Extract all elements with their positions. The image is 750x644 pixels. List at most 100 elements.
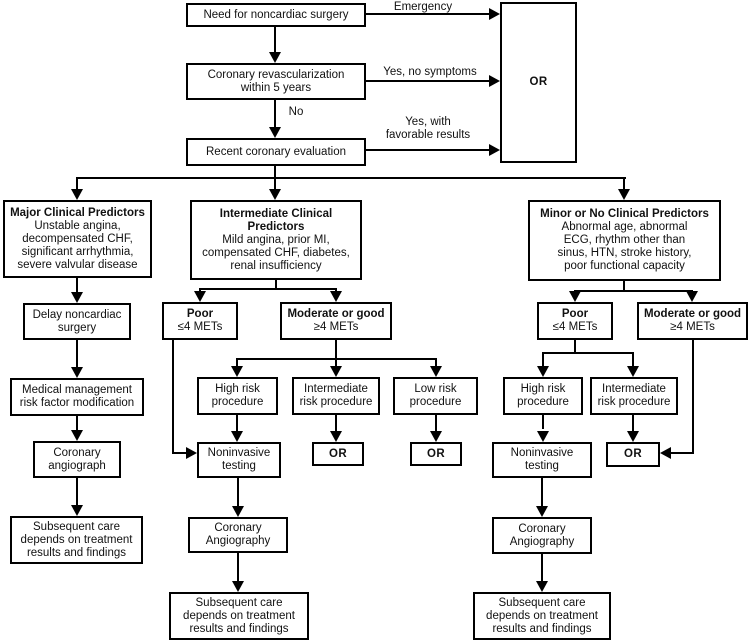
node-high-risk-procedure-right: High risk procedure	[503, 377, 583, 415]
edge-label-emergency: Emergency	[393, 1, 453, 13]
flow-line	[671, 452, 694, 454]
flow-line	[274, 166, 276, 178]
arrow-down-icon	[231, 366, 243, 377]
flow-line	[541, 554, 543, 581]
flow-line	[435, 360, 437, 366]
node-intermediate-risk-procedure-mid: Intermediate risk procedure	[292, 377, 380, 415]
flow-line	[692, 340, 694, 454]
flow-line	[335, 360, 337, 366]
flow-line	[623, 281, 625, 290]
arrow-right-icon	[489, 8, 500, 20]
arrow-down-icon	[627, 431, 639, 442]
mets-title: Moderate or good	[287, 308, 385, 320]
predictor-body: Mild angina, prior MI, compensated CHF, …	[202, 233, 350, 272]
node-poor-mets-mid: Poor ≤4 METs	[162, 302, 238, 340]
node-coronary-angiograph: Coronary angiograph	[33, 441, 121, 478]
node-need-for-noncardiac-surgery: Need for noncardiac surgery	[186, 3, 366, 27]
arrow-down-icon	[536, 581, 548, 592]
node-moderate-good-mets-right: Moderate or good ≥4 METs	[637, 302, 748, 340]
flow-line	[76, 277, 78, 292]
node-intermediate-clinical-predictors: Intermediate Clinical Predictors Mild an…	[190, 200, 362, 280]
node-subsequent-care-left: Subsequent care depends on treatment res…	[10, 516, 143, 564]
flow-line	[172, 452, 186, 454]
arrow-down-icon	[71, 430, 83, 441]
arrow-right-icon	[489, 144, 500, 156]
flow-line	[574, 340, 576, 354]
arrow-down-icon	[232, 581, 244, 592]
mets-body: ≥4 METs	[670, 321, 715, 333]
edge-label-yes-no-symptoms: Yes, no symptoms	[383, 66, 477, 78]
arrow-down-icon	[232, 506, 244, 517]
flow-line	[574, 290, 693, 292]
arrow-down-icon	[536, 506, 548, 517]
arrow-down-icon	[231, 431, 243, 442]
flow-line	[335, 340, 337, 358]
arrow-down-icon	[269, 189, 281, 200]
arrow-right-icon	[186, 447, 197, 459]
flow-line	[542, 415, 544, 429]
edge-label-yes-favorable-results: Yes, with favorable results	[385, 116, 471, 141]
flow-line	[199, 288, 337, 290]
node-low-risk-procedure: Low risk procedure	[393, 377, 478, 415]
flow-line	[274, 27, 276, 54]
flow-line	[76, 177, 626, 179]
node-coronary-revascularization: Coronary revascularization within 5 year…	[186, 63, 366, 100]
flow-line	[236, 360, 238, 366]
node-or-collector: OR	[500, 2, 577, 163]
node-high-risk-procedure-mid: High risk procedure	[197, 377, 278, 415]
node-major-clinical-predictors: Major Clinical Predictors Unstable angin…	[3, 200, 152, 278]
arrow-down-icon	[330, 366, 342, 377]
flow-line	[76, 478, 78, 505]
flow-line	[236, 358, 437, 360]
mets-body: ≥4 METs	[313, 321, 359, 333]
flow-line	[541, 478, 543, 506]
arrow-down-icon	[686, 291, 698, 302]
arrow-down-icon	[569, 291, 581, 302]
flow-line	[237, 553, 239, 581]
flow-line	[76, 416, 78, 430]
node-or-right: OR	[606, 442, 660, 467]
node-or-mid-2: OR	[410, 442, 462, 466]
node-delay-noncardiac-surgery: Delay noncardiac surgery	[23, 303, 131, 340]
arrow-down-icon	[71, 189, 83, 200]
flow-line	[237, 478, 239, 506]
flow-line	[236, 415, 238, 431]
arrow-down-icon	[430, 431, 442, 442]
arrow-down-icon	[269, 127, 281, 138]
node-subsequent-care-right: Subsequent care depends on treatment res…	[473, 592, 611, 640]
mets-body: ≤4 METs	[552, 321, 598, 333]
predictor-title: Minor or No Clinical Predictors	[540, 208, 709, 220]
node-noninvasive-testing-right: Noninvasive testing	[492, 442, 592, 478]
arrow-down-icon	[71, 505, 83, 516]
mets-title: Poor	[561, 308, 589, 320]
edge-label-no: No	[288, 106, 304, 118]
arrow-down-icon	[618, 189, 630, 200]
node-moderate-good-mets-mid: Moderate or good ≥4 METs	[280, 302, 392, 340]
mets-title: Moderate or good	[643, 308, 742, 320]
node-recent-coronary-evaluation: Recent coronary evaluation	[186, 138, 366, 166]
flow-line	[274, 100, 276, 129]
arrow-down-icon	[269, 52, 281, 63]
flow-line	[172, 340, 174, 454]
flow-line	[632, 415, 634, 431]
flow-line	[366, 149, 489, 151]
arrow-down-icon	[330, 291, 342, 302]
mets-title: Poor	[186, 308, 214, 320]
flow-line	[76, 340, 78, 367]
predictor-body: Unstable angina, decompensated CHF, sign…	[17, 219, 138, 271]
arrow-down-icon	[430, 366, 442, 377]
arrow-down-icon	[194, 291, 206, 302]
mets-body: ≤4 METs	[177, 321, 223, 333]
node-subsequent-care-mid: Subsequent care depends on treatment res…	[169, 592, 309, 640]
flow-line	[542, 354, 544, 366]
predictor-title: Major Clinical Predictors	[10, 206, 145, 219]
flow-line	[435, 415, 437, 431]
node-noninvasive-testing-mid: Noninvasive testing	[197, 442, 281, 478]
arrow-down-icon	[537, 366, 549, 377]
arrow-down-icon	[71, 292, 83, 303]
arrow-left-icon	[660, 447, 671, 459]
arrow-right-icon	[489, 75, 500, 87]
node-poor-mets-right: Poor ≤4 METs	[537, 302, 613, 340]
node-or-mid-1: OR	[312, 442, 364, 466]
